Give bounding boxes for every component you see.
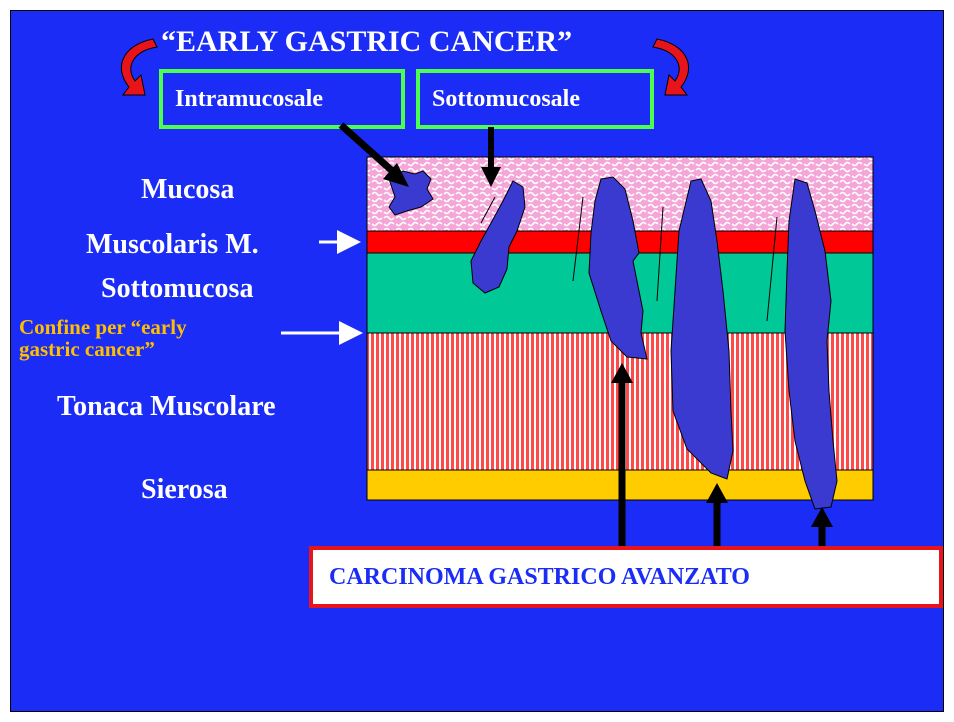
red-curved-arrow-left: [121, 39, 157, 95]
advanced-carcinoma-box: CARCINOMA GASTRICO AVANZATO: [309, 546, 943, 608]
advanced-carcinoma-label: CARCINOMA GASTRICO AVANZATO: [329, 564, 750, 591]
red-curved-arrow-right: [653, 39, 689, 95]
slide: “EARLY GASTRIC CANCER” Intramucosale Sot…: [10, 10, 944, 712]
